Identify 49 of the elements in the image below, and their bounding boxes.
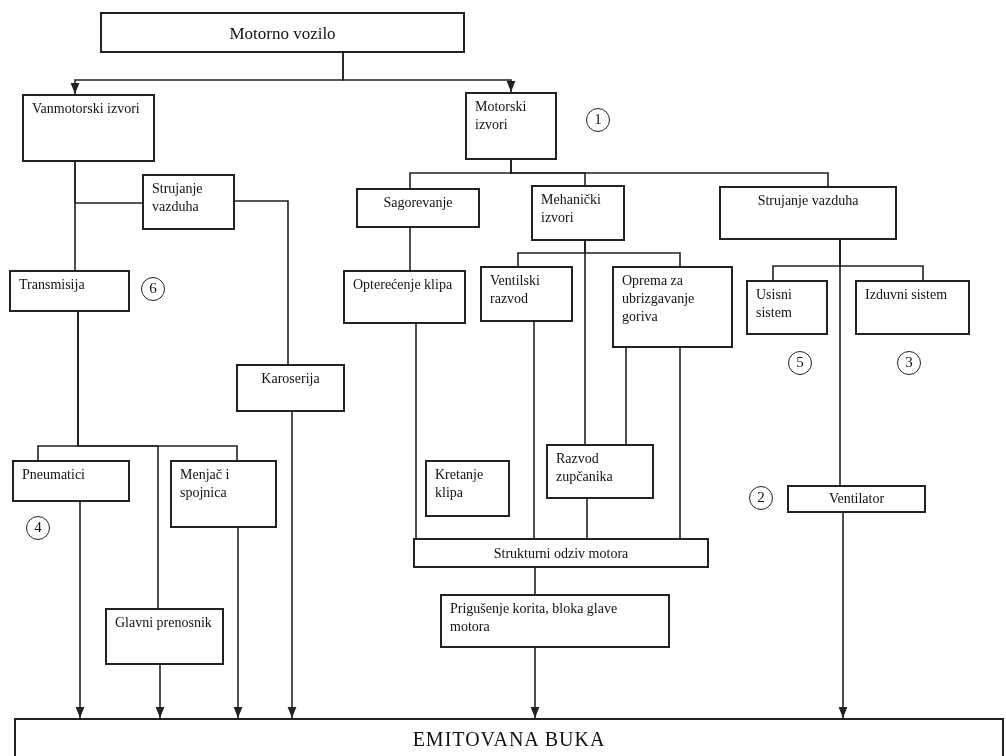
callout-number: 5 xyxy=(788,351,812,375)
connector-line xyxy=(839,239,841,486)
arrow xyxy=(155,664,165,719)
connector-line xyxy=(409,227,411,271)
callout-number: 4 xyxy=(26,516,50,540)
connector-line xyxy=(586,498,588,539)
connector-line xyxy=(533,321,535,539)
process-box: Vanmotorski izvori xyxy=(22,94,155,162)
arrow xyxy=(233,527,243,719)
connector-line xyxy=(679,347,681,539)
process-box: EMITOVANA BUKA xyxy=(14,718,1004,756)
callout-number: 1 xyxy=(586,108,610,132)
process-box: Transmisija xyxy=(9,270,130,312)
process-box: Pneumatici xyxy=(12,460,130,502)
process-box: Prigušenje korita, bloka glave motora xyxy=(440,594,670,648)
connector-line xyxy=(77,311,159,609)
process-box: Usisni sistem xyxy=(746,280,828,335)
process-box: Razvod zupčanika xyxy=(546,444,654,499)
callout-number: 6 xyxy=(141,277,165,301)
callout-number: 3 xyxy=(897,351,921,375)
arrow xyxy=(342,52,516,93)
process-box: Mehanički izvori xyxy=(531,185,625,241)
connector-line xyxy=(625,347,627,445)
process-box: Ventilski razvod xyxy=(480,266,573,322)
arrow xyxy=(530,647,540,719)
process-box: Strukturni odziv motora xyxy=(413,538,709,568)
arrow xyxy=(838,512,848,719)
process-box: Strujanje vazduha xyxy=(142,174,235,230)
connector-line xyxy=(74,161,76,271)
connector-line xyxy=(510,159,829,187)
process-box: Strujanje vazduha xyxy=(719,186,897,240)
process-box: Oprema za ubrizgavanje goriva xyxy=(612,266,733,348)
connector-line xyxy=(534,567,536,595)
connector-line xyxy=(584,240,586,445)
arrow xyxy=(287,411,297,719)
process-box: Ventilator xyxy=(787,485,926,513)
process-box: Motorski izvori xyxy=(465,92,557,160)
process-box: Glavni prenosnik xyxy=(105,608,224,665)
connector-line xyxy=(234,200,289,365)
process-box: Karoserija xyxy=(236,364,345,412)
process-box: Sagorevanje xyxy=(356,188,480,228)
process-box: Kretanje klipa xyxy=(425,460,510,517)
connector-line xyxy=(415,323,417,539)
process-box: Izduvni sistem xyxy=(855,280,970,335)
process-box: Motorno vozilo xyxy=(100,12,465,53)
process-box: Menjač i spojnica xyxy=(170,460,277,528)
arrow xyxy=(75,501,85,719)
process-box: Opterećenje klipa xyxy=(343,270,466,324)
callout-number: 2 xyxy=(749,486,773,510)
